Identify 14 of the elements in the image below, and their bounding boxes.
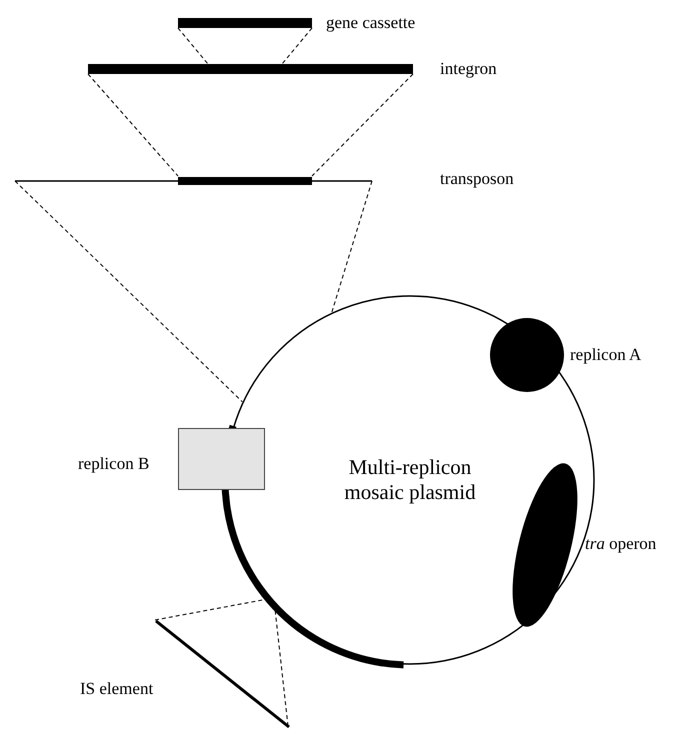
node-label: transposon xyxy=(440,170,514,189)
connector-line xyxy=(282,28,312,64)
connector-line xyxy=(312,74,414,176)
node-label: tra operon xyxy=(585,535,656,554)
node-label: replicon B xyxy=(78,455,150,474)
connector-line xyxy=(331,180,372,313)
node-label: integron xyxy=(440,60,497,79)
connector-line xyxy=(88,74,178,176)
connector-line xyxy=(14,180,243,402)
plasmid-label: Multi-replicon mosaic plasmid xyxy=(343,454,477,506)
connector-line xyxy=(178,28,208,64)
node-label: replicon A xyxy=(570,346,642,365)
node-label: IS element xyxy=(80,680,154,699)
node-label: gene cassette xyxy=(326,14,416,33)
